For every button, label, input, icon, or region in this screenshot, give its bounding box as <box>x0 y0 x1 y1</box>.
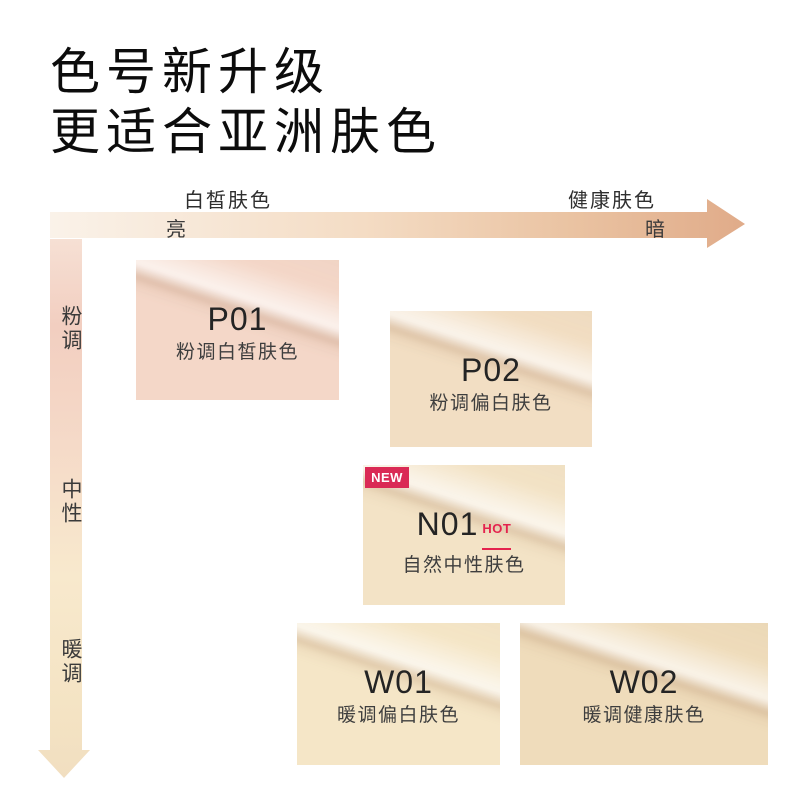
shade-code: P02 <box>461 352 521 388</box>
tone-label-warm: 暖调 <box>59 638 82 686</box>
fair-skin-label: 白皙肤色 <box>184 190 272 212</box>
tone-label-neutral: 中性 <box>59 478 82 526</box>
dark-label: 暗 <box>645 219 666 241</box>
new-badge: NEW <box>365 467 409 488</box>
shade-card-w01: W01 暖调偏白肤色 <box>297 623 500 765</box>
shade-card-p01: P01 粉调白皙肤色 <box>136 260 339 400</box>
shade-code: W01 <box>364 664 433 700</box>
hot-badge: HOT <box>482 511 512 550</box>
title-line-2: 更适合亚洲肤色 <box>50 104 442 160</box>
bright-label: 亮 <box>166 219 187 241</box>
shade-card-w02: W02 暖调健康肤色 <box>520 623 768 765</box>
shade-code: W02 <box>609 664 679 700</box>
shade-card-p02: P02 粉调偏白肤色 <box>390 311 592 447</box>
shade-name: 粉调偏白肤色 <box>429 393 553 414</box>
shade-code: P01 <box>207 301 268 337</box>
shade-name: 自然中性肤色 <box>402 555 526 576</box>
shade-name: 暖调健康肤色 <box>582 705 706 726</box>
page-title: 色号新升级 更适合亚洲肤色 <box>50 42 442 162</box>
tone-label-pink: 粉调 <box>59 305 82 353</box>
shade-name: 暖调偏白肤色 <box>336 705 460 726</box>
healthy-skin-label: 健康肤色 <box>568 190 656 212</box>
shade-name: 粉调白皙肤色 <box>175 342 299 363</box>
title-line-1: 色号新升级 <box>50 44 330 100</box>
